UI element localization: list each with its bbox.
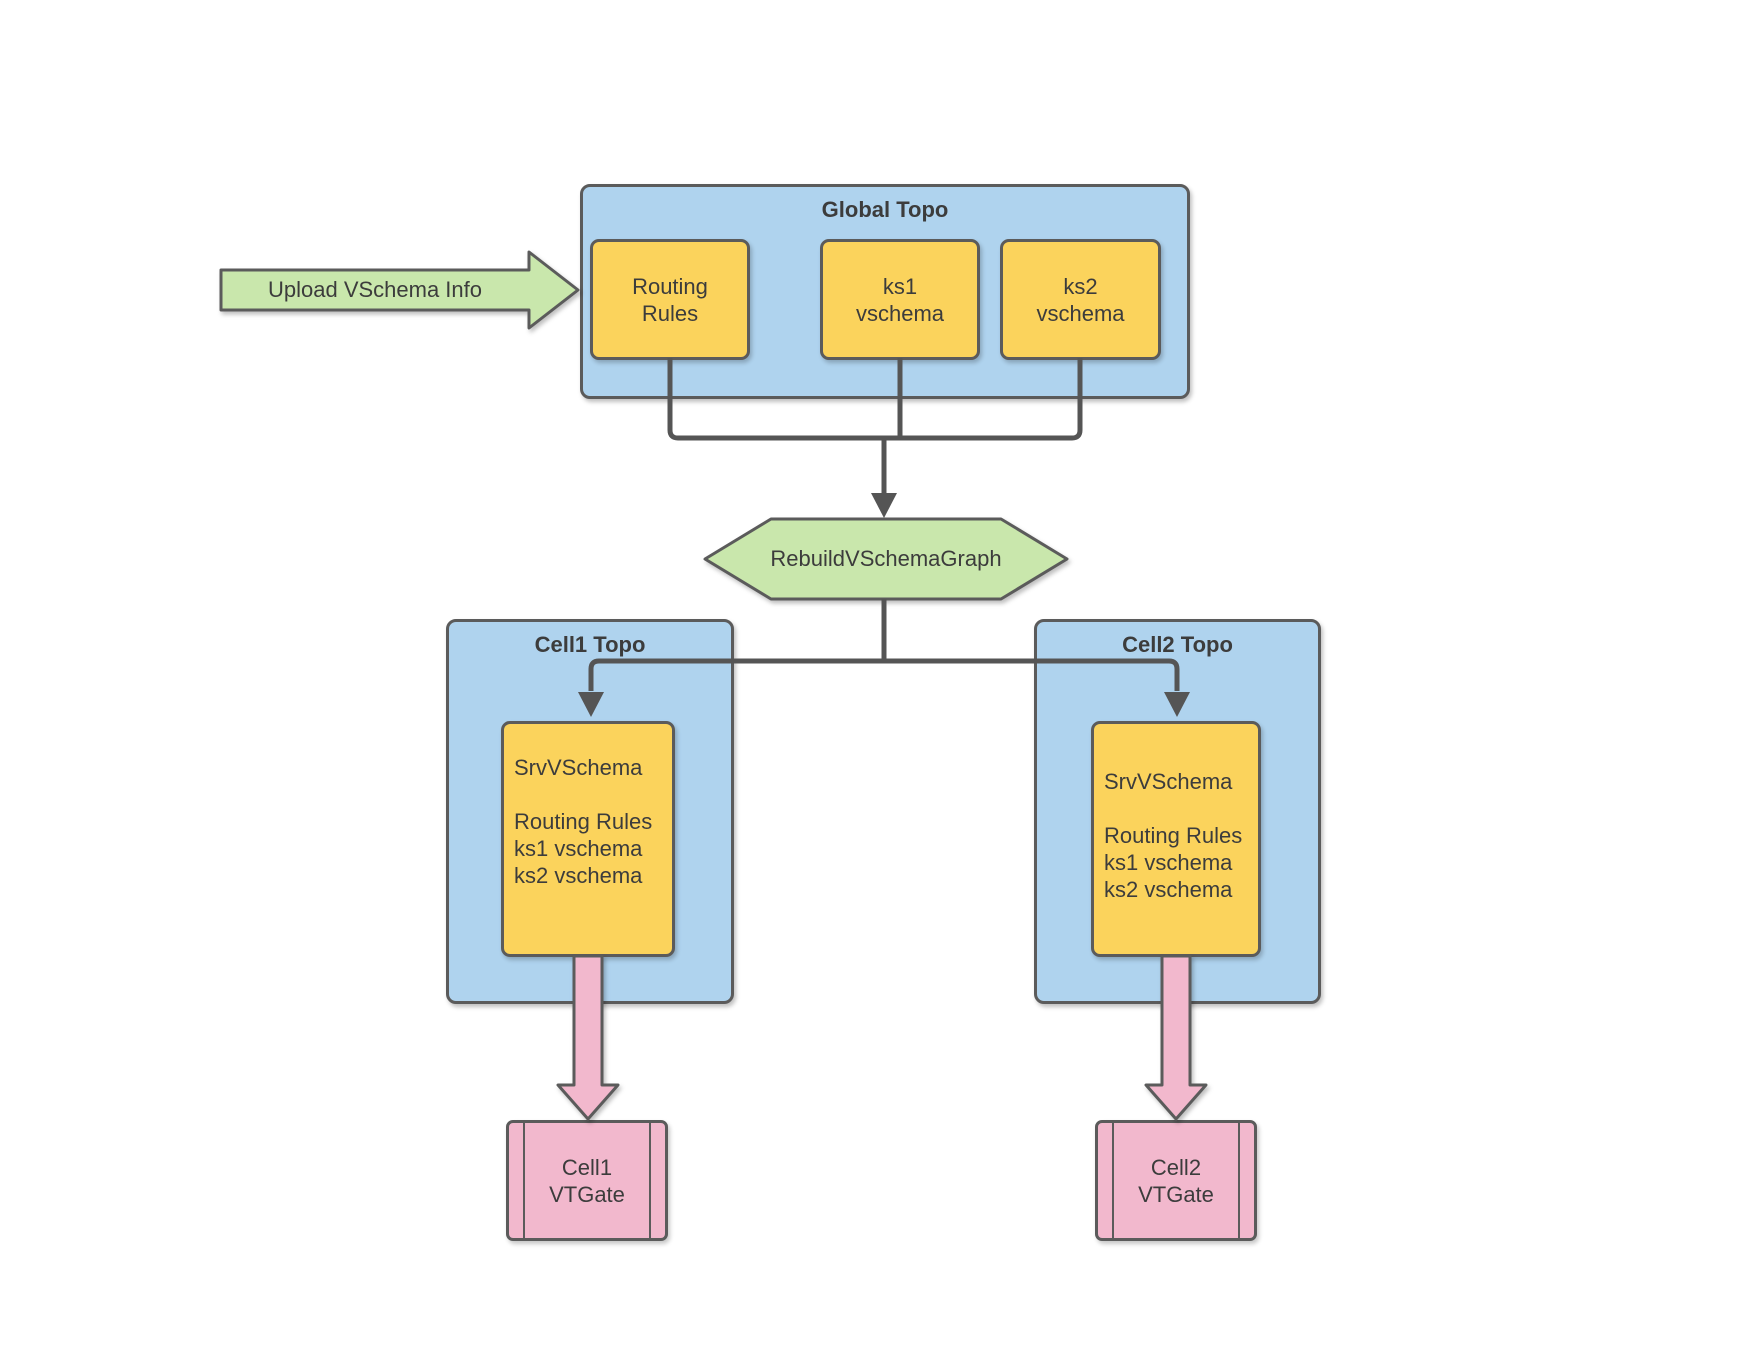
cell1-vtgate-node: Cell1 VTGate <box>506 1120 668 1241</box>
node-label-line: ks2 <box>1063 273 1098 299</box>
node-label-line: ks1 <box>882 273 918 299</box>
srvvschema-line: SrvVSchema <box>1104 769 1233 794</box>
node-label-line: vschema <box>855 300 945 326</box>
cell1-topo-title: Cell1 Topo <box>534 632 646 657</box>
node-label-line: vschema <box>1036 300 1125 326</box>
vtgate-label-line: Cell1 <box>561 1154 613 1180</box>
vtgate-label-line: VTGate <box>549 1181 625 1207</box>
upload-arrow-label: Upload VSchema Info <box>267 277 483 302</box>
vtgate-sidebar <box>1238 1123 1240 1238</box>
vtgate-sidebar <box>523 1123 525 1238</box>
node-ks1-vschema: ks1 vschema <box>820 239 980 360</box>
srvvschema-line: ks2 vschema <box>514 863 643 888</box>
node-label-line: Routing <box>632 273 708 299</box>
vtgate-sidebar <box>1112 1123 1114 1238</box>
node-routing-rules: Routing Rules <box>590 239 750 360</box>
srvvschema-line: SrvVSchema <box>514 755 643 780</box>
cell2-srvvschema-node: SrvVSchema Routing Rules ks1 vschema ks2… <box>1091 721 1261 957</box>
rebuild-label: RebuildVSchemaGraph <box>770 546 1002 571</box>
srvvschema-line: ks1 vschema <box>1104 850 1233 875</box>
srvvschema-line: ks1 vschema <box>514 836 643 861</box>
cell2-topo-title: Cell2 Topo <box>1122 632 1233 657</box>
node-ks2-vschema: ks2 vschema <box>1000 239 1161 360</box>
global-topo-title: Global Topo <box>821 197 949 222</box>
srvvschema-line: Routing Rules <box>1104 823 1243 848</box>
srvvschema-line: ks2 vschema <box>1104 877 1233 902</box>
cell2-vtgate-node: Cell2 VTGate <box>1095 1120 1257 1241</box>
srvvschema-line: Routing Rules <box>514 809 653 834</box>
vtgate-sidebar <box>649 1123 651 1238</box>
arrowhead-to-rebuild <box>871 493 897 518</box>
cell1-srvvschema-node: SrvVSchema Routing Rules ks1 vschema ks2… <box>501 721 675 957</box>
vtgate-label-line: VTGate <box>1138 1181 1214 1207</box>
vtgate-label-line: Cell2 <box>1150 1154 1202 1180</box>
node-label-line: Rules <box>641 300 699 326</box>
